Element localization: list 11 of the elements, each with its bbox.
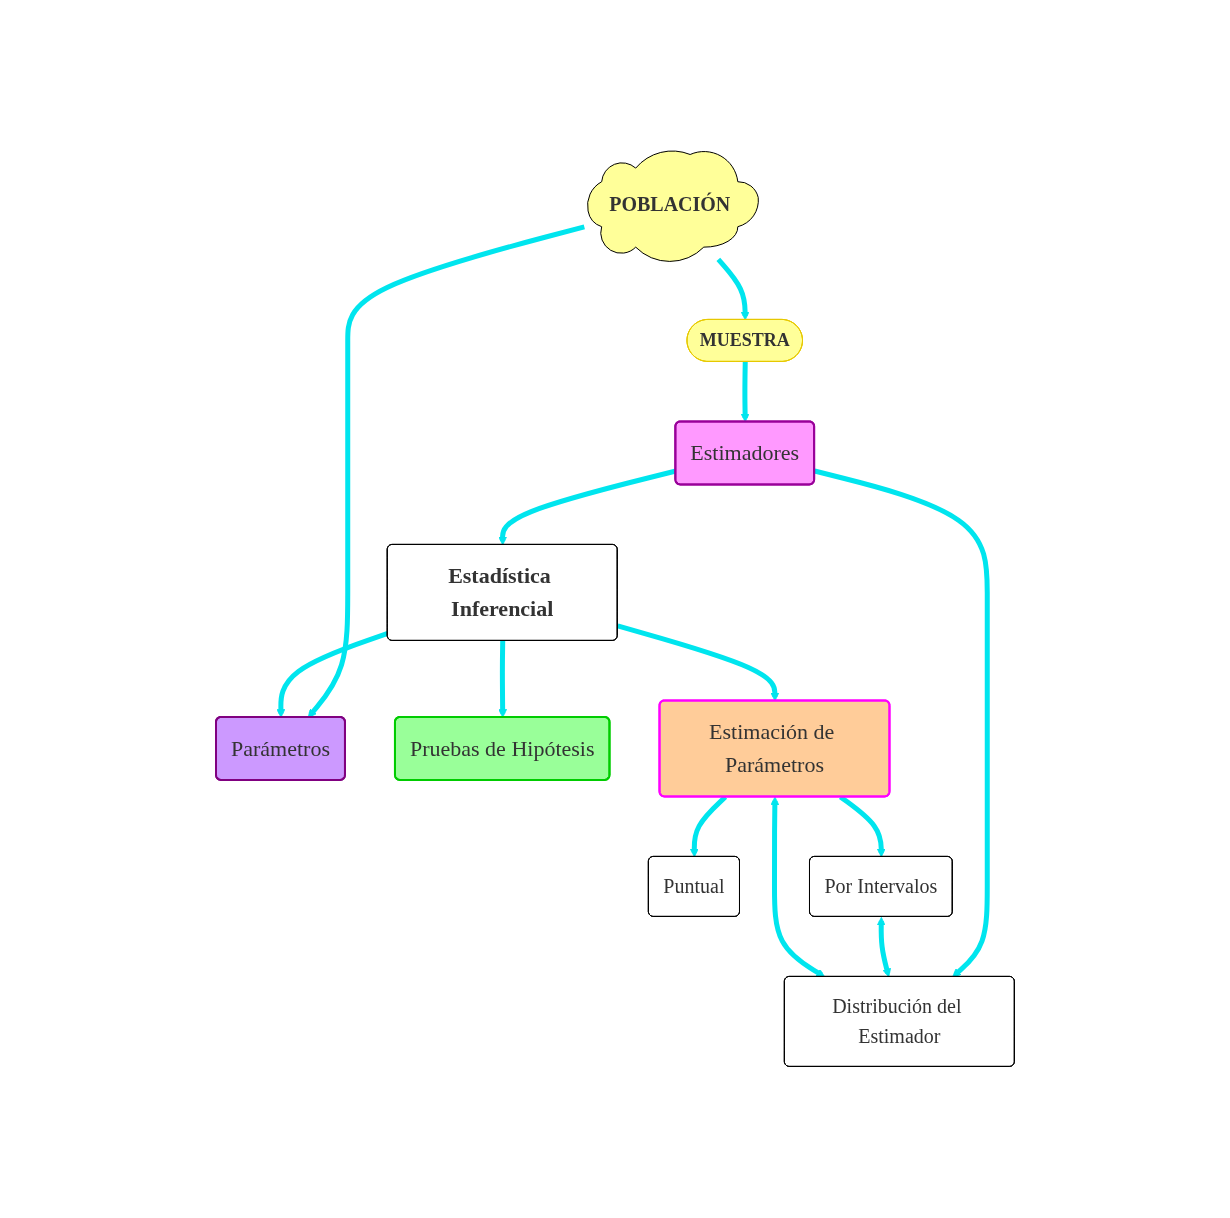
arrow xyxy=(876,917,891,978)
arrow xyxy=(498,641,507,719)
arrow xyxy=(616,623,780,702)
arrow xyxy=(838,795,886,858)
arrow xyxy=(740,362,750,423)
arrow xyxy=(276,631,389,719)
arrow xyxy=(689,795,727,858)
arrow xyxy=(307,224,585,719)
arrow xyxy=(813,468,990,978)
arrow xyxy=(770,796,825,978)
arrow xyxy=(716,258,750,321)
